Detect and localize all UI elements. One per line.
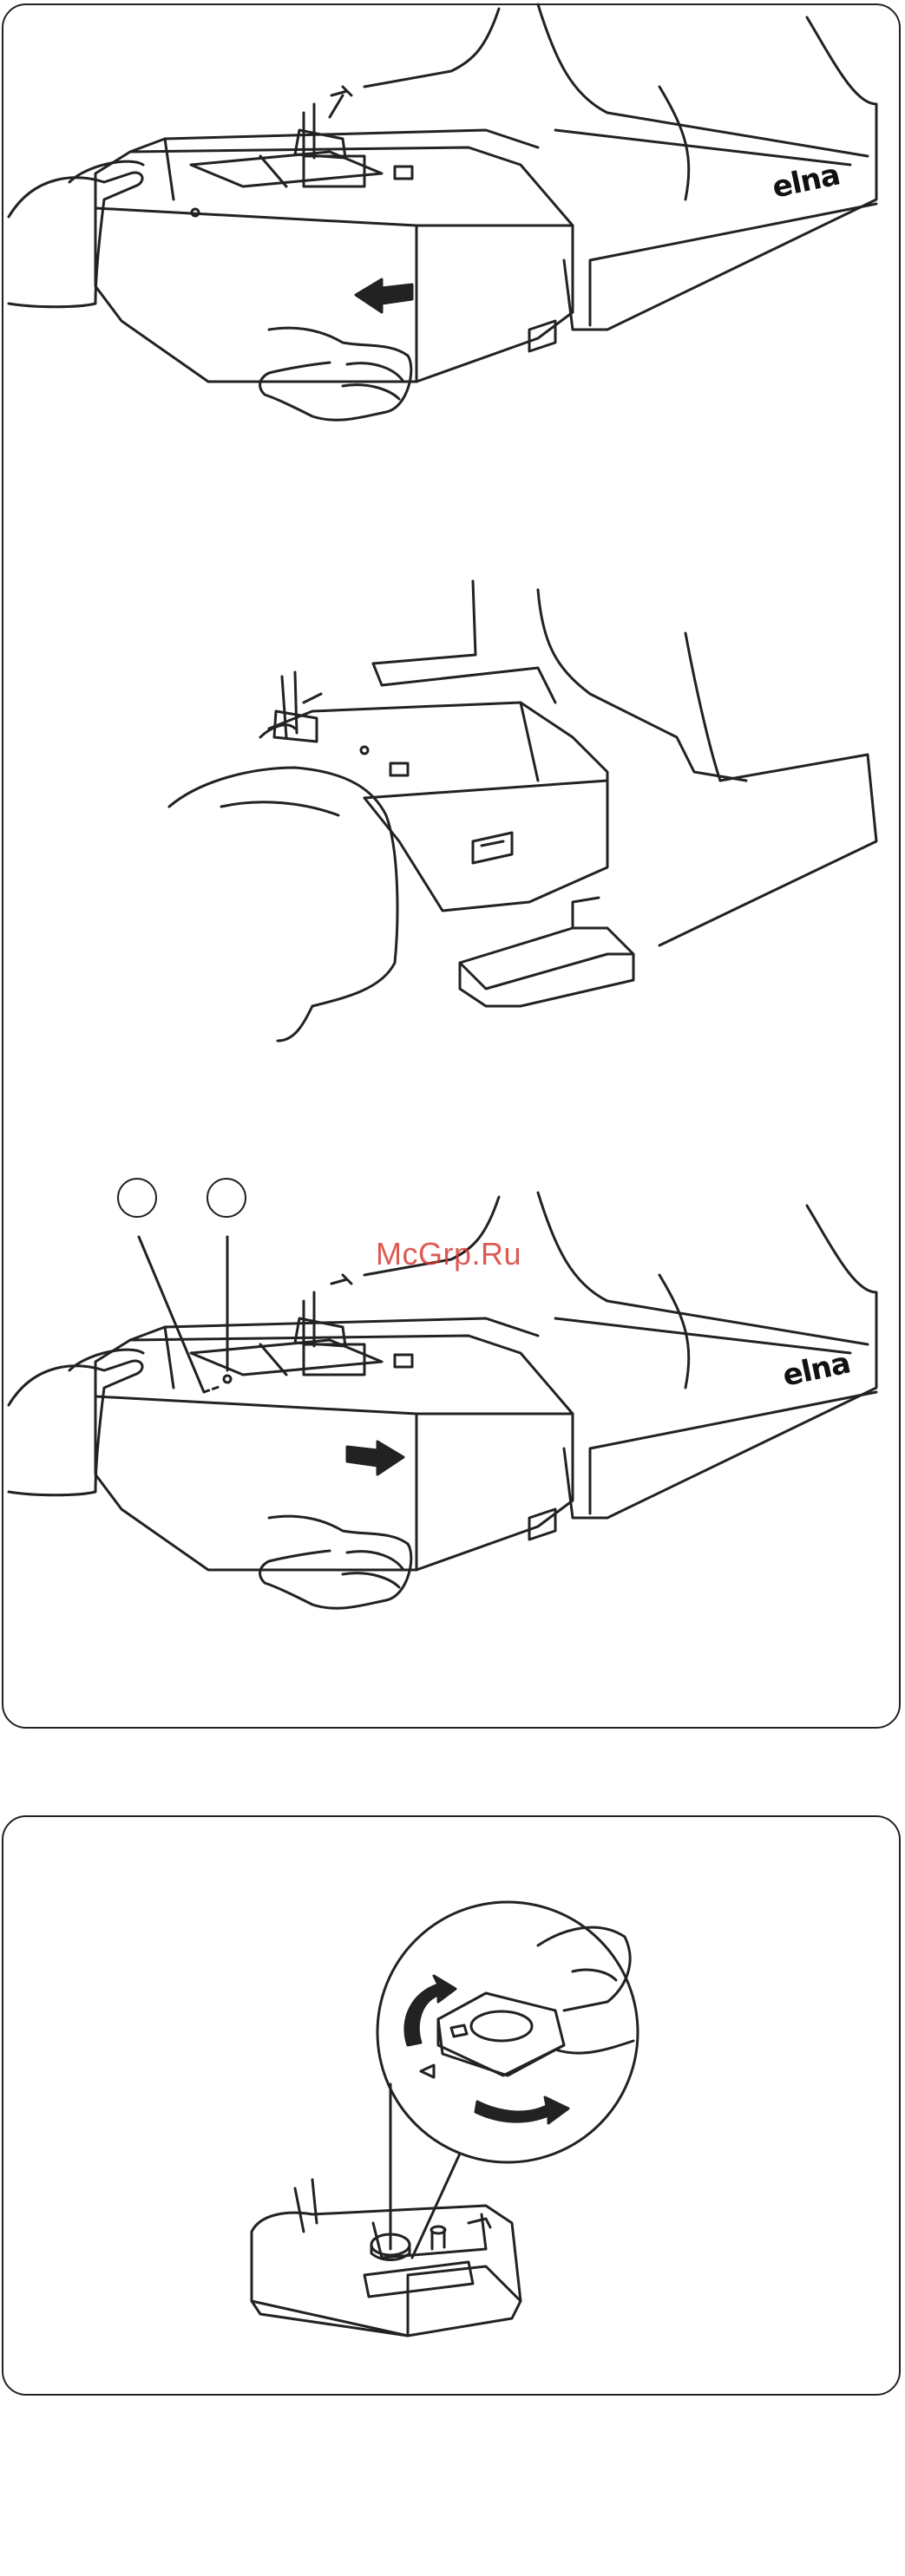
direction-arrow-right: [347, 1442, 403, 1474]
figure-remove-bed: elna: [0, 0, 905, 434]
rotation-arrows: [405, 1976, 568, 2123]
callout-leader-lines: [139, 1237, 231, 1392]
brand-logo-elna: elna: [780, 1345, 853, 1393]
figure-feed-dog-knob: [0, 1815, 905, 2396]
callout-circle-2: [207, 1178, 246, 1218]
brand-logo-elna: elna: [770, 157, 843, 205]
direction-arrow-left: [356, 279, 412, 312]
machine-top-illustration: [252, 2180, 521, 2336]
callout-circle-1: [117, 1178, 157, 1218]
machine-free-arm-illustration: [169, 581, 876, 1041]
figure-attach-bed: elna: [0, 1154, 905, 1674]
machine-body-illustration: [95, 4, 876, 382]
magnified-view-illustration: [377, 1902, 638, 2258]
watermark-text: McGrp.Ru: [376, 1236, 521, 1272]
figure-free-arm: [0, 555, 905, 1058]
